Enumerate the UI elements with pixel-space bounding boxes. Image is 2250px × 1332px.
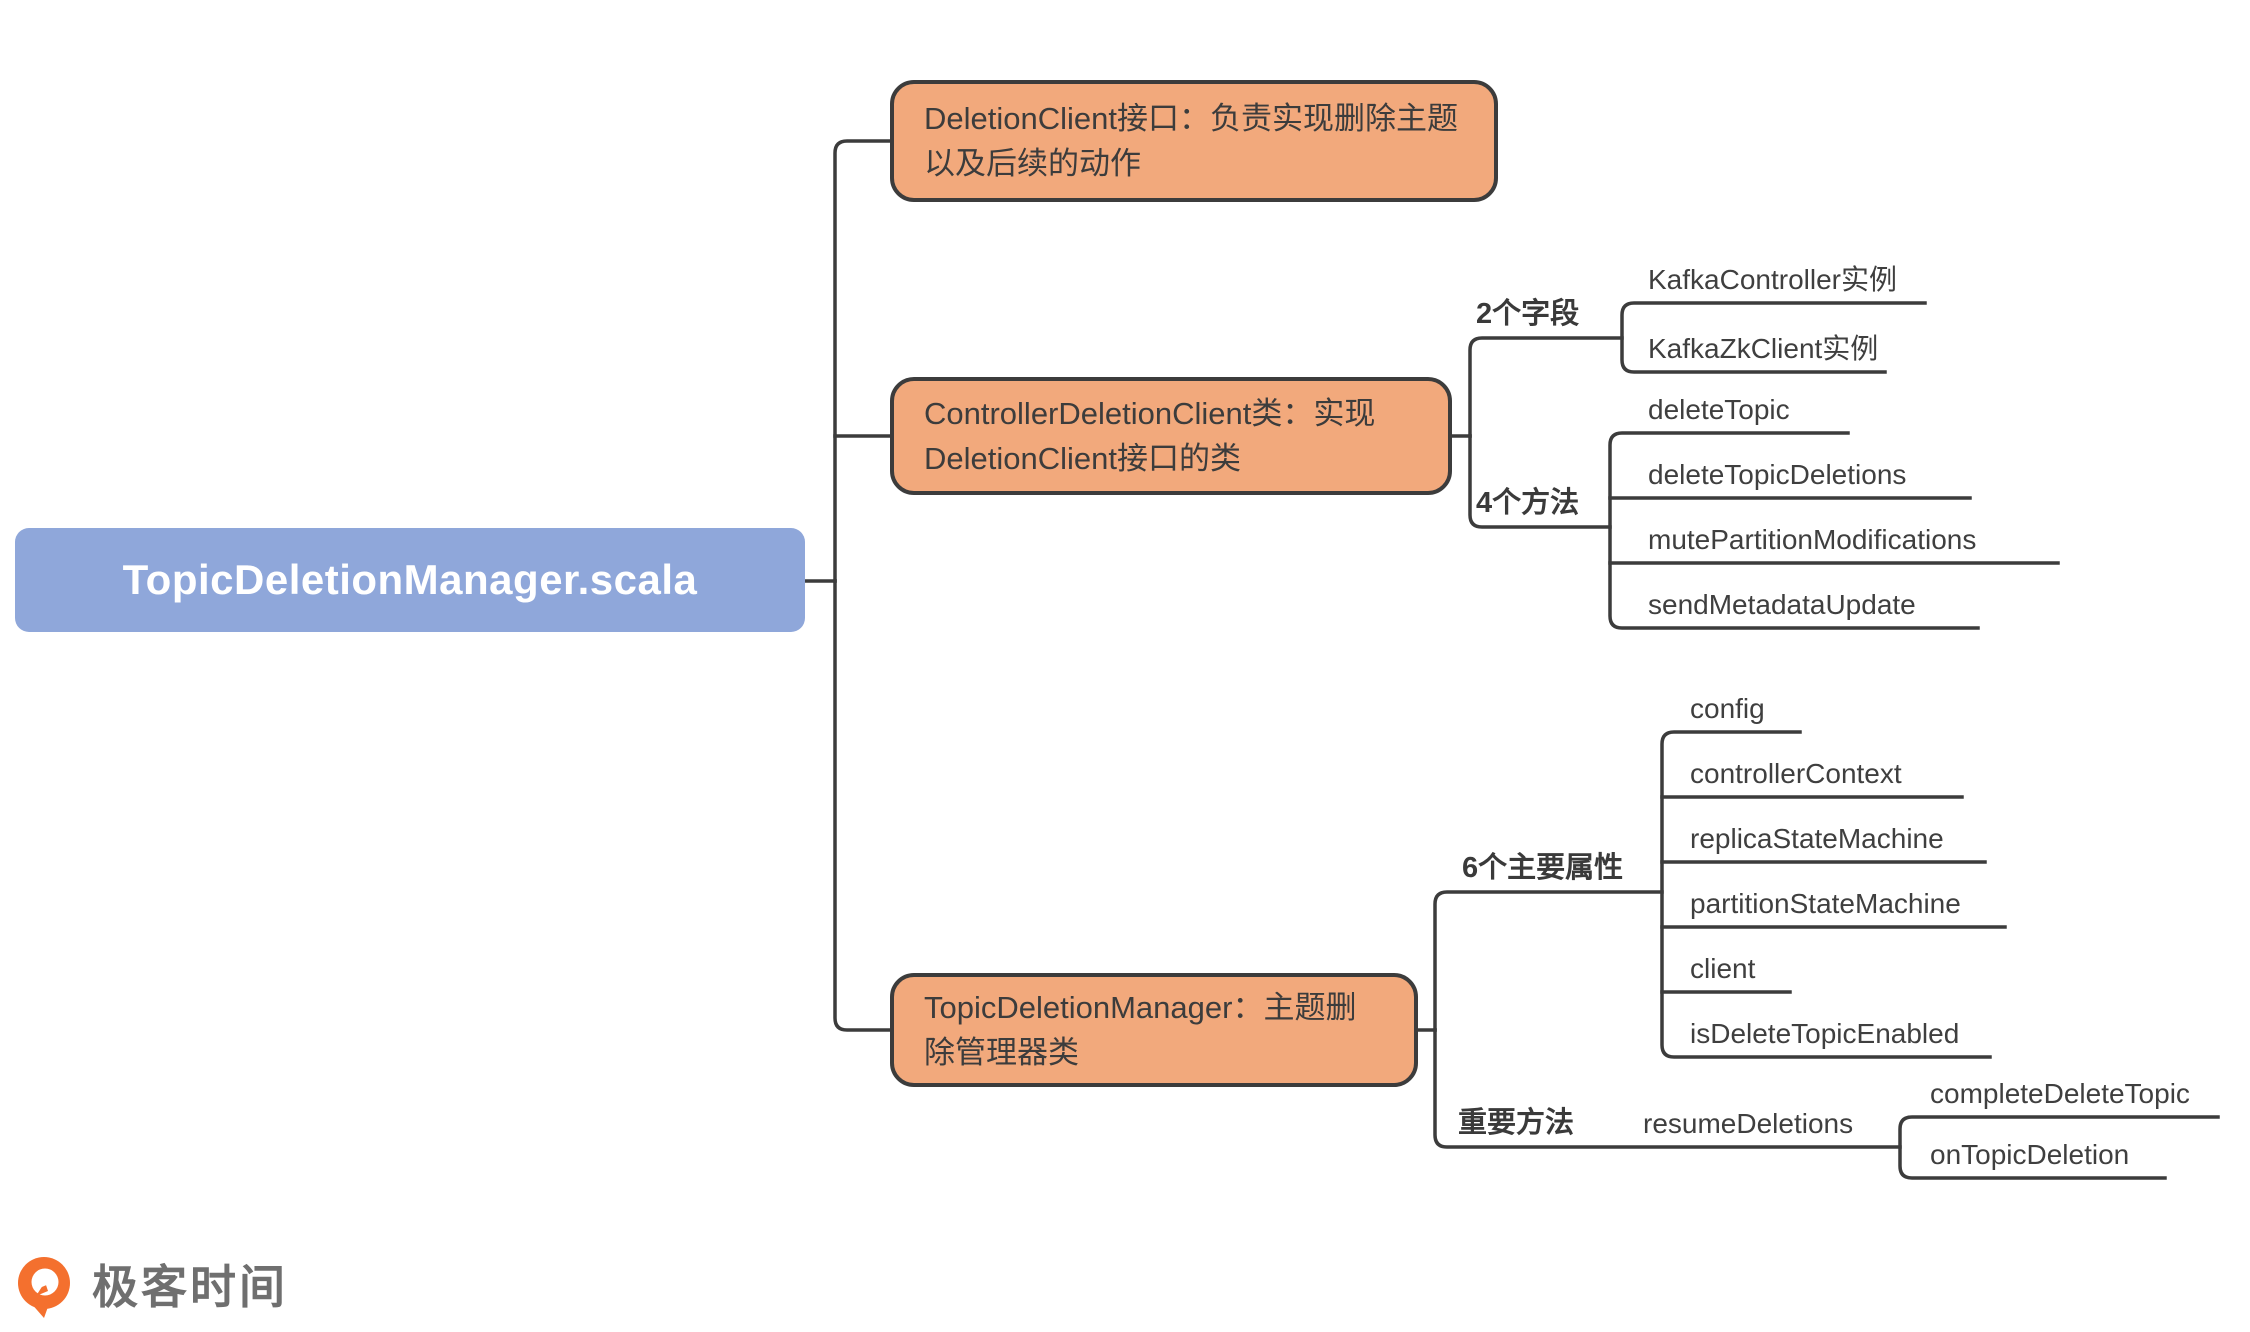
root-topic: TopicDeletionManager.scala <box>15 528 805 632</box>
leaf-kafkacontroller-instance: KafkaController实例 <box>1648 264 1897 295</box>
leaf-partitionStateMachine: partitionStateMachine <box>1690 888 1961 919</box>
topic-topic-deletion-manager-class: TopicDeletionManager：主题删除管理器类 <box>890 973 1418 1087</box>
methods-children-bracket <box>1608 431 1980 630</box>
leaf-resumeDeletions: resumeDeletions <box>1643 1108 1854 1139</box>
leaf-completeDeleteTopic: completeDeleteTopic <box>1930 1078 2190 1109</box>
leaf-deleteTopicDeletions: deleteTopicDeletions <box>1648 459 1907 490</box>
geekbang-logo: 极客时间 <box>14 1254 288 1320</box>
topic-controller-deletion-client-class-label: ControllerDeletionClient类：实现DeletionClie… <box>924 396 1376 476</box>
leaf-mutePartitionModifications: mutePartitionModifications <box>1648 524 1977 555</box>
resume-children-bracket <box>1898 1115 2220 1180</box>
topic-deletion-client-interface: DeletionClient接口：负责实现删除主题以及后续的动作 <box>890 80 1498 202</box>
geekbang-logo-text: 极客时间 <box>92 1261 288 1313</box>
topic-controller-deletion-client-class: ControllerDeletionClient类：实现DeletionClie… <box>890 377 1452 495</box>
trunk-root-bottom <box>833 579 892 1032</box>
label-six-main-attributes: 6个主要属性 <box>1462 852 1624 884</box>
leaf-onTopicDeletion: onTopicDeletion <box>1930 1139 2130 1170</box>
trunk-box3-top-attrs-line <box>1433 890 1664 1032</box>
leaf-client: client <box>1690 953 1756 984</box>
trunk-root-top <box>833 139 892 583</box>
fields-children-bracket <box>1620 301 1927 374</box>
label-four-methods: 4个方法 <box>1476 487 1580 519</box>
root-topic-label: TopicDeletionManager.scala <box>122 556 698 603</box>
leaf-kafkazkclient-instance: KafkaZkClient实例 <box>1648 333 1879 364</box>
trunk-box2-top-fields-line <box>1468 336 1624 438</box>
leaf-sendMetadataUpdate: sendMetadataUpdate <box>1648 589 1916 620</box>
label-important-methods: 重要方法 <box>1458 1107 1575 1139</box>
leaf-isDeleteTopicEnabled: isDeleteTopicEnabled <box>1690 1018 1960 1049</box>
topic-topic-deletion-manager-class-label: TopicDeletionManager：主题删除管理器类 <box>924 990 1357 1070</box>
leaf-replicaStateMachine: replicaStateMachine <box>1690 823 1944 854</box>
geekbang-logo-icon <box>18 1257 70 1318</box>
label-two-fields: 2个字段 <box>1476 298 1580 330</box>
topic-deletion-client-interface-label: DeletionClient接口：负责实现删除主题以及后续的动作 <box>924 101 1458 181</box>
trunk-box2-bottom-methods-line <box>1468 434 1612 529</box>
attrs-children-bracket <box>1660 730 1992 1059</box>
leaf-controllerContext: controllerContext <box>1690 758 1902 789</box>
trunk-box3-bottom-methods-line <box>1433 1028 1902 1149</box>
leaf-deleteTopic: deleteTopic <box>1648 394 1790 425</box>
leaf-config: config <box>1690 693 1765 724</box>
